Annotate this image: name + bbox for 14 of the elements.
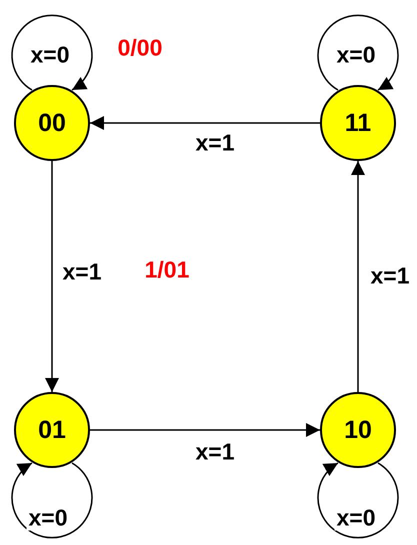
arrow	[45, 161, 59, 392]
arrow	[90, 423, 320, 437]
output-label: 0/00	[116, 36, 164, 60]
self-loop-arrow	[11, 14, 93, 91]
output-label: 1/01	[144, 258, 190, 282]
self-loop-arrow	[11, 462, 93, 538]
state-label: 10	[344, 416, 372, 444]
state-label: 11	[344, 108, 372, 138]
state-label: 00	[38, 108, 66, 138]
self-loop-arrow	[317, 14, 399, 91]
arrow	[351, 161, 365, 392]
arrow	[90, 116, 320, 130]
self-loop-arrow	[317, 462, 399, 538]
state-label: 01	[38, 416, 66, 444]
